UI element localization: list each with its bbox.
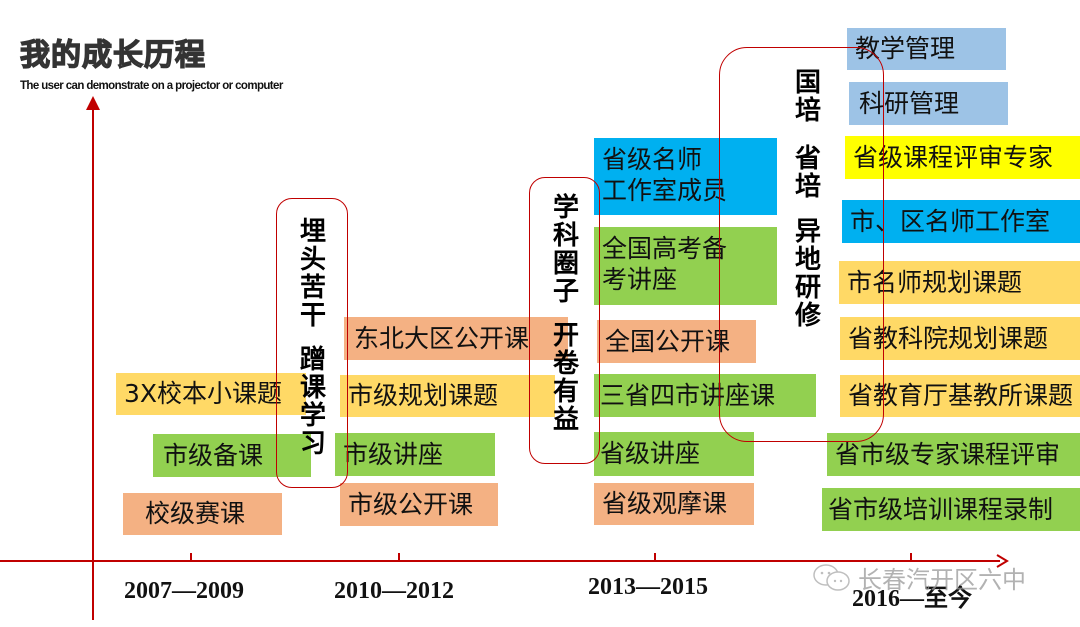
milestone-label: 三省四市讲座课 bbox=[600, 380, 776, 410]
milestone-provincial-academy-topic: 省教科院规划课题 bbox=[840, 317, 1080, 360]
milestone-city-master-topic: 市名师规划课题 bbox=[839, 261, 1080, 304]
milestone-city-lecture: 市级讲座 bbox=[335, 433, 495, 476]
milestone-label: 科研管理 bbox=[859, 88, 960, 118]
phase-2-title-a: 学科圈子 bbox=[552, 193, 579, 307]
milestone-label: 市名师规划课题 bbox=[847, 267, 1023, 297]
page-title: 我的成长历程 bbox=[19, 37, 206, 73]
phase-3-title-a: 国培 bbox=[794, 68, 821, 126]
phase-3-title-b: 省培 bbox=[794, 144, 821, 202]
milestone-education-dept-topic: 省教育厅基教所课题 bbox=[840, 375, 1080, 417]
milestone-3x-school-topic: 3X校本小课题 bbox=[116, 373, 306, 415]
milestone-provincial-demo-class: 省级观摩课 bbox=[594, 483, 754, 525]
milestone-provincial-course-expert: 省级课程评审专家 bbox=[845, 136, 1080, 179]
watermark-text: 长春汽开区六中 bbox=[858, 566, 1026, 594]
milestone-national-open-class: 全国公开课 bbox=[597, 320, 756, 363]
milestone-label: 市级备课 bbox=[163, 440, 264, 470]
milestone-provincial-lecture: 省级讲座 bbox=[594, 432, 754, 476]
milestone-label-line2: 考讲座 bbox=[602, 265, 678, 294]
milestone-label: 3X校本小课题 bbox=[124, 379, 283, 408]
milestone-label: 省级讲座 bbox=[600, 439, 701, 468]
period-label-2010: 2010—2012 bbox=[334, 578, 454, 604]
period-label-2007: 2007—2009 bbox=[124, 578, 244, 604]
milestone-label: 全国公开课 bbox=[605, 326, 731, 356]
milestone-three-province-lecture: 三省四市讲座课 bbox=[594, 374, 816, 417]
milestone-northeast-open-class: 东北大区公开课 bbox=[344, 317, 568, 360]
period-label-2016: 2016—至今 bbox=[852, 586, 972, 612]
x-axis-arrow-icon bbox=[996, 554, 1009, 568]
milestone-label: 东北大区公开课 bbox=[354, 323, 530, 353]
axis-tick bbox=[190, 553, 192, 561]
milestone-label: 市级规划课题 bbox=[348, 381, 499, 410]
milestone-label: 市级公开课 bbox=[348, 489, 474, 519]
milestone-expert-course-review: 省市级专家课程评审 bbox=[827, 433, 1080, 476]
axis-tick bbox=[654, 553, 656, 561]
milestone-city-lesson-prep: 市级备课 bbox=[153, 434, 311, 477]
milestone-national-exam-lecture: 全国高考备 考讲座 bbox=[594, 227, 777, 305]
milestone-label-line1: 全国高考备 bbox=[602, 234, 728, 263]
milestone-label: 校级赛课 bbox=[145, 499, 246, 528]
y-axis-arrow-icon bbox=[86, 96, 100, 110]
milestone-label: 省市级专家课程评审 bbox=[835, 439, 1061, 469]
milestone-label: 省级课程评审专家 bbox=[853, 142, 1054, 172]
watermark: 长春汽开区六中 bbox=[812, 560, 1026, 595]
milestone-label: 省级观摩课 bbox=[602, 489, 728, 518]
axis-tick bbox=[910, 553, 912, 561]
phase-2-title-b: 开卷有益 bbox=[552, 321, 579, 435]
milestone-training-course-recording: 省市级培训课程录制 bbox=[822, 488, 1080, 531]
phase-frame-3 bbox=[719, 47, 884, 442]
milestone-label: 省市级培训课程录制 bbox=[828, 494, 1054, 524]
phase-3-title-c: 异地研修 bbox=[794, 217, 821, 331]
page-subtitle: The user can demonstrate on a projector … bbox=[20, 80, 283, 92]
milestone-city-planning-topic: 市级规划课题 bbox=[340, 375, 555, 417]
milestone-label-line1: 省级名师 bbox=[602, 145, 703, 174]
milestone-research-management: 科研管理 bbox=[849, 82, 1008, 125]
phase-frame-2 bbox=[529, 177, 600, 464]
phase-1-title-a: 埋头苦干 bbox=[299, 217, 326, 331]
milestone-label-line2: 工作室成员 bbox=[602, 176, 728, 205]
milestone-school-contest: 校级赛课 bbox=[123, 493, 282, 535]
milestone-label: 省教科院规划课题 bbox=[848, 323, 1049, 353]
x-axis bbox=[0, 560, 1000, 562]
period-label-2013: 2013—2015 bbox=[588, 574, 708, 600]
milestone-city-open-class: 市级公开课 bbox=[340, 483, 498, 526]
milestone-provincial-master-studio: 省级名师 工作室成员 bbox=[594, 138, 777, 215]
milestone-label: 省教育厅基教所课题 bbox=[848, 381, 1074, 410]
milestone-label: 市级讲座 bbox=[343, 439, 444, 469]
wechat-icon bbox=[813, 563, 850, 591]
axis-tick bbox=[398, 553, 400, 561]
y-axis bbox=[92, 100, 94, 620]
phase-frame-1 bbox=[276, 198, 348, 488]
phase-1-title-b: 蹭课学习 bbox=[299, 345, 326, 459]
